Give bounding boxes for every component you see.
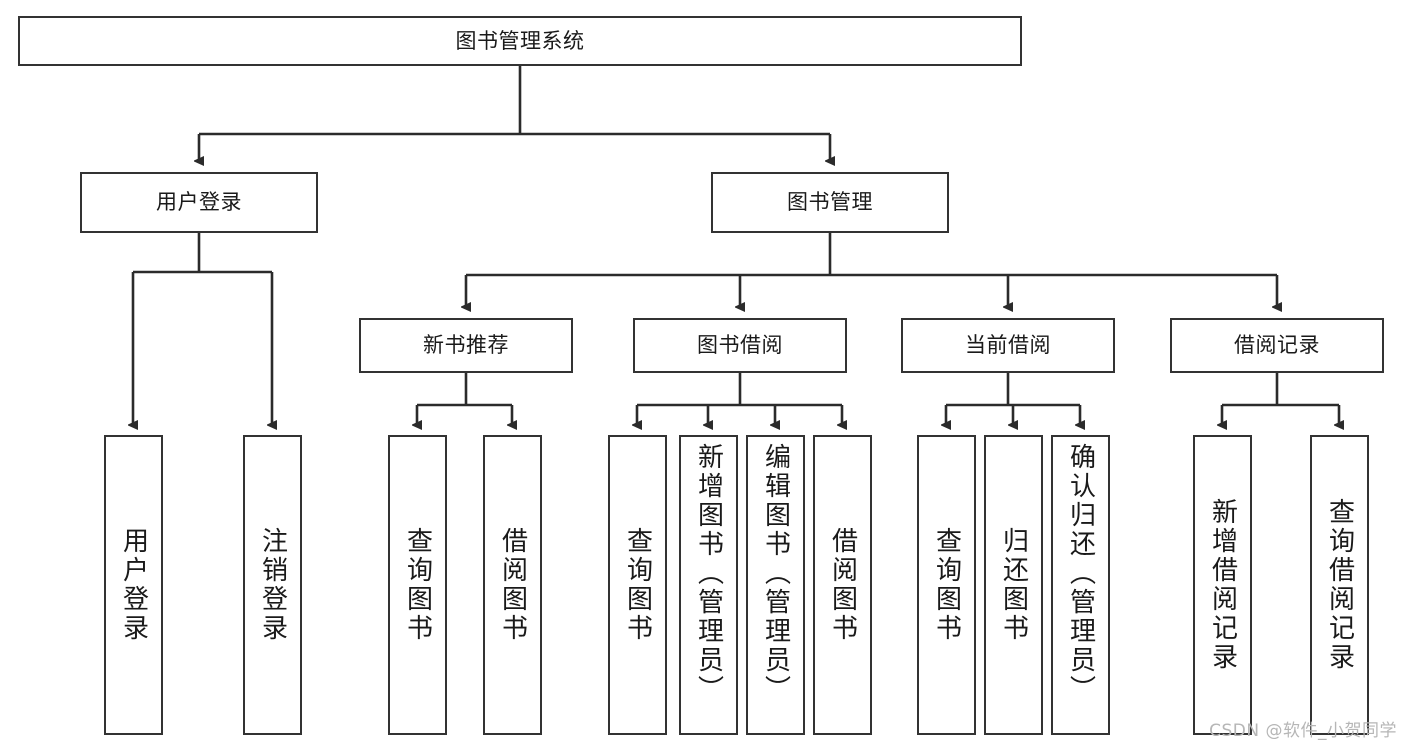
node-new-book-recommend[interactable]: 新书推荐 bbox=[359, 318, 573, 373]
node-root-label: 图书管理系统 bbox=[455, 28, 585, 53]
node-leaf-borrow-book-1[interactable]: 借阅图书 bbox=[483, 435, 542, 735]
node-book-borrow-label: 图书借阅 bbox=[697, 333, 783, 358]
node-leaf-confirm-return[interactable]: 确认归还（管理员） bbox=[1051, 435, 1110, 735]
node-borrow-record-label: 借阅记录 bbox=[1234, 333, 1320, 358]
node-leaf-borrow-book-1-label: 借阅图书 bbox=[497, 527, 528, 643]
node-leaf-add-record[interactable]: 新增借阅记录 bbox=[1193, 435, 1252, 735]
node-current-borrow-label: 当前借阅 bbox=[965, 333, 1051, 358]
node-leaf-edit-book-label: 编辑图书（管理员） bbox=[760, 443, 791, 704]
node-leaf-borrow-book-2[interactable]: 借阅图书 bbox=[813, 435, 872, 735]
node-leaf-query-record[interactable]: 查询借阅记录 bbox=[1310, 435, 1369, 735]
node-book-borrow[interactable]: 图书借阅 bbox=[633, 318, 847, 373]
node-new-book-recommend-label: 新书推荐 bbox=[423, 333, 509, 358]
node-leaf-query-book-2-label: 查询图书 bbox=[622, 527, 653, 643]
node-root[interactable]: 图书管理系统 bbox=[18, 16, 1022, 66]
node-leaf-add-book-label: 新增图书（管理员） bbox=[693, 443, 724, 704]
node-current-borrow[interactable]: 当前借阅 bbox=[901, 318, 1115, 373]
node-leaf-add-book[interactable]: 新增图书（管理员） bbox=[679, 435, 738, 735]
node-leaf-logout-label: 注销登录 bbox=[257, 527, 288, 643]
node-leaf-query-record-label: 查询借阅记录 bbox=[1324, 498, 1355, 672]
node-leaf-query-book-3[interactable]: 查询图书 bbox=[917, 435, 976, 735]
node-leaf-query-book-3-label: 查询图书 bbox=[931, 527, 962, 643]
node-leaf-return-book[interactable]: 归还图书 bbox=[984, 435, 1043, 735]
node-leaf-add-record-label: 新增借阅记录 bbox=[1207, 498, 1238, 672]
node-leaf-return-book-label: 归还图书 bbox=[998, 527, 1029, 643]
node-user-login[interactable]: 用户登录 bbox=[80, 172, 318, 233]
node-leaf-user-login-label: 用户登录 bbox=[118, 527, 149, 643]
node-leaf-confirm-return-label: 确认归还（管理员） bbox=[1065, 443, 1096, 704]
node-leaf-query-book-1[interactable]: 查询图书 bbox=[388, 435, 447, 735]
node-leaf-query-book-2[interactable]: 查询图书 bbox=[608, 435, 667, 735]
node-borrow-record[interactable]: 借阅记录 bbox=[1170, 318, 1384, 373]
node-leaf-borrow-book-2-label: 借阅图书 bbox=[827, 527, 858, 643]
node-leaf-query-book-1-label: 查询图书 bbox=[402, 527, 433, 643]
node-book-manage-label: 图书管理 bbox=[787, 190, 873, 215]
node-leaf-logout[interactable]: 注销登录 bbox=[243, 435, 302, 735]
node-book-manage[interactable]: 图书管理 bbox=[711, 172, 949, 233]
csdn-watermark: CSDN @软件_小贺同学 bbox=[1209, 721, 1397, 741]
node-leaf-edit-book[interactable]: 编辑图书（管理员） bbox=[746, 435, 805, 735]
node-user-login-label: 用户登录 bbox=[156, 190, 242, 215]
node-leaf-user-login[interactable]: 用户登录 bbox=[104, 435, 163, 735]
